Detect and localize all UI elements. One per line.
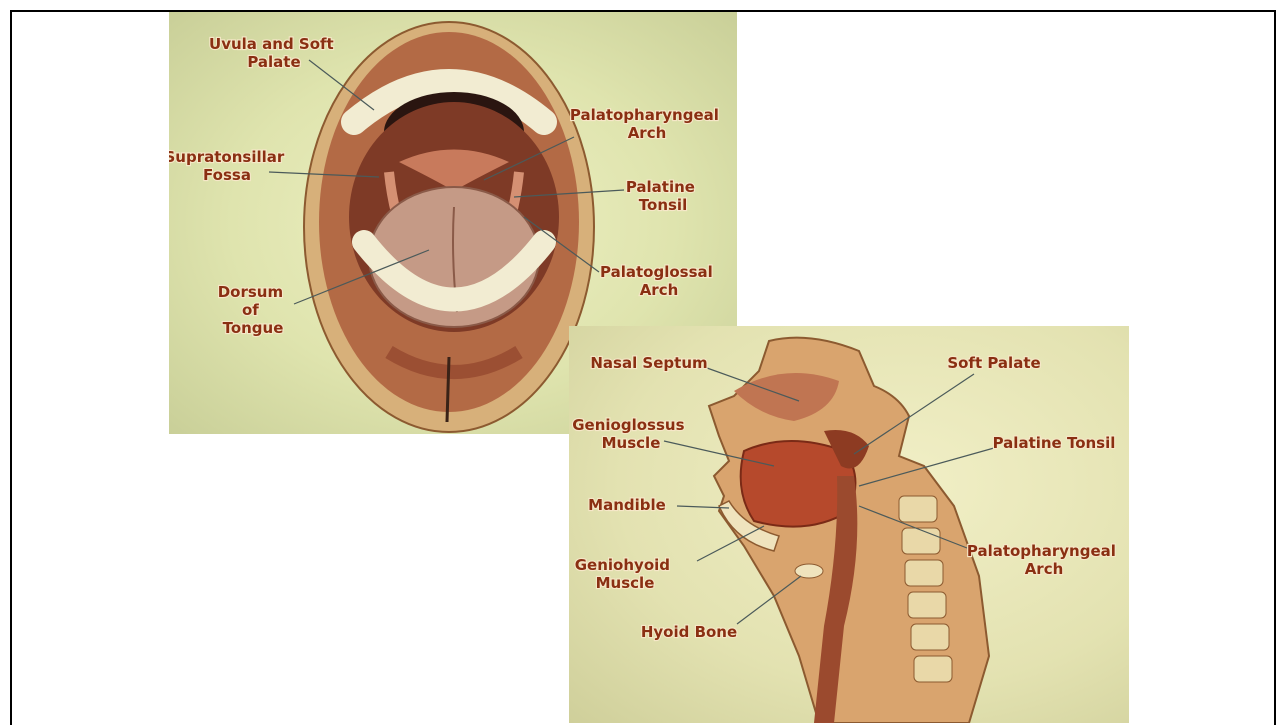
label-pp-line2: Arch [628, 124, 667, 142]
label-pp-line1: Palatopharyngeal [570, 106, 719, 124]
label-pt-line2: Tonsil [639, 196, 687, 214]
label-dorsum-line3: Tongue [223, 319, 284, 337]
label-pt-line1: Palatine [626, 178, 695, 196]
label-genioglossus-muscle: Genioglossus Muscle [572, 416, 690, 452]
label-dorsum-line2: of [242, 301, 259, 319]
vertebra [911, 624, 949, 650]
label-st-line2: Fossa [203, 166, 251, 184]
label-palatopharyngeal-arch-2: Palatopharyngeal Arch [967, 542, 1121, 578]
label-gg-line2: Muscle [602, 434, 661, 452]
label-palatoglossal-arch: Palatoglossal Arch [600, 263, 718, 299]
label-uvula-line2: Palate [247, 53, 300, 71]
vertebra [899, 496, 937, 522]
label-gh-line2: Muscle [596, 574, 655, 592]
label-pp2-line2: Arch [1025, 560, 1064, 578]
vertebra [902, 528, 940, 554]
label-dorsum-of-tongue: Dorsum of Tongue [218, 283, 289, 337]
label-uvula-soft-palate: Uvula and Soft Palate [209, 35, 339, 71]
label-uvula-line1: Uvula and Soft [209, 35, 334, 53]
sagittal-section-illustration: Nasal Septum Soft Palate Genioglossus Mu… [569, 326, 1129, 723]
vertebra [914, 656, 952, 682]
label-palatine-tonsil: Palatine Tonsil [626, 178, 700, 214]
label-nasal-septum: Nasal Septum [590, 354, 707, 372]
label-geniohyoid-muscle: Geniohyoid Muscle [575, 556, 676, 592]
label-st-line1: Supratonsillar [169, 148, 285, 166]
label-dorsum-line1: Dorsum [218, 283, 283, 301]
label-gg-line1: Genioglossus [572, 416, 684, 434]
label-pp2-line1: Palatopharyngeal [967, 542, 1116, 560]
hyoid-shape [795, 564, 823, 578]
label-palatopharyngeal-arch: Palatopharyngeal Arch [570, 106, 724, 142]
chin-line [447, 357, 449, 422]
label-gh-line1: Geniohyoid [575, 556, 670, 574]
vertebra [908, 592, 946, 618]
label-soft-palate: Soft Palate [947, 354, 1040, 372]
sagittal-section-drawing: Nasal Septum Soft Palate Genioglossus Mu… [569, 326, 1129, 723]
label-mandible: Mandible [588, 496, 666, 514]
label-pg-line2: Arch [640, 281, 679, 299]
vertebra [905, 560, 943, 586]
label-supratonsillar-fossa: Supratonsillar Fossa [169, 148, 290, 184]
label-hyoid-bone: Hyoid Bone [641, 623, 737, 641]
label-pg-line1: Palatoglossal [600, 263, 713, 281]
label-palatine-tonsil-2: Palatine Tonsil [993, 434, 1116, 452]
